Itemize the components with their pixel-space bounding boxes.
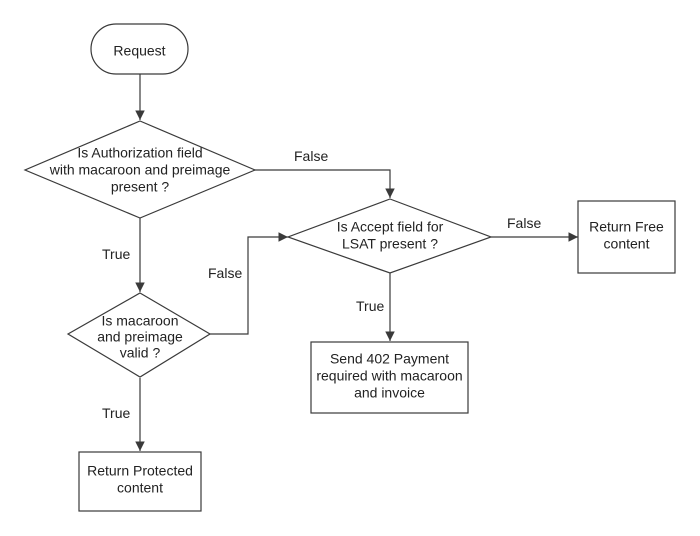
node-auth-check: Is Authorization field with macaroon and… (23, 120, 257, 219)
process-box (310, 341, 469, 414)
node-return-protected: Return Protected content (78, 451, 202, 512)
edge-label-accept-false: False (507, 215, 541, 231)
edge-auth-false-to-accept (255, 169, 395, 198)
process-box (78, 451, 202, 512)
node-return-free-line-1: Return Free (589, 219, 664, 235)
node-return-protected-line-1: Return Protected (87, 463, 193, 479)
edge-label-valid-false: False (208, 265, 242, 281)
node-macaroon-valid-line-2: and preimage (97, 329, 183, 345)
node-accept-check-line-2: LSAT present ? (342, 236, 438, 252)
node-macaroon-valid: Is macaroon and preimage valid ? (66, 292, 212, 378)
node-macaroon-valid-line-1: Is macaroon (101, 313, 178, 329)
edge-label-valid-true: True (102, 405, 130, 421)
node-request-line-1: Request (113, 43, 165, 59)
decision-diamond (23, 120, 257, 219)
node-auth-check-line-3: present ? (111, 179, 170, 195)
node-return-free: Return Free content (577, 200, 676, 274)
node-auth-check-line-1: Is Authorization field (77, 145, 202, 161)
node-accept-check-line-1: Is Accept field for (337, 219, 444, 235)
edge-label-accept-true: True (356, 298, 384, 314)
edge-label-auth-false: False (294, 148, 328, 164)
node-send-402: Send 402 Payment required with macaroon … (310, 341, 469, 414)
terminator-shape (90, 23, 189, 75)
node-macaroon-valid-line-3: valid ? (120, 345, 161, 361)
edge-valid-false-to-accept (210, 232, 288, 335)
node-auth-check-line-2: with macaroon and preimage (49, 162, 231, 178)
node-return-protected-line-2: content (117, 480, 163, 496)
node-send-402-line-2: required with macaroon (316, 368, 462, 384)
decision-diamond (286, 198, 493, 274)
node-accept-check: Is Accept field for LSAT present ? (286, 198, 493, 274)
node-request: Request (90, 23, 189, 75)
edge-label-auth-true: True (102, 246, 130, 262)
node-send-402-line-1: Send 402 Payment (330, 351, 449, 367)
process-box (577, 200, 676, 274)
node-send-402-line-3: and invoice (354, 385, 425, 401)
node-return-free-line-2: content (604, 236, 650, 252)
decision-diamond (66, 292, 212, 378)
